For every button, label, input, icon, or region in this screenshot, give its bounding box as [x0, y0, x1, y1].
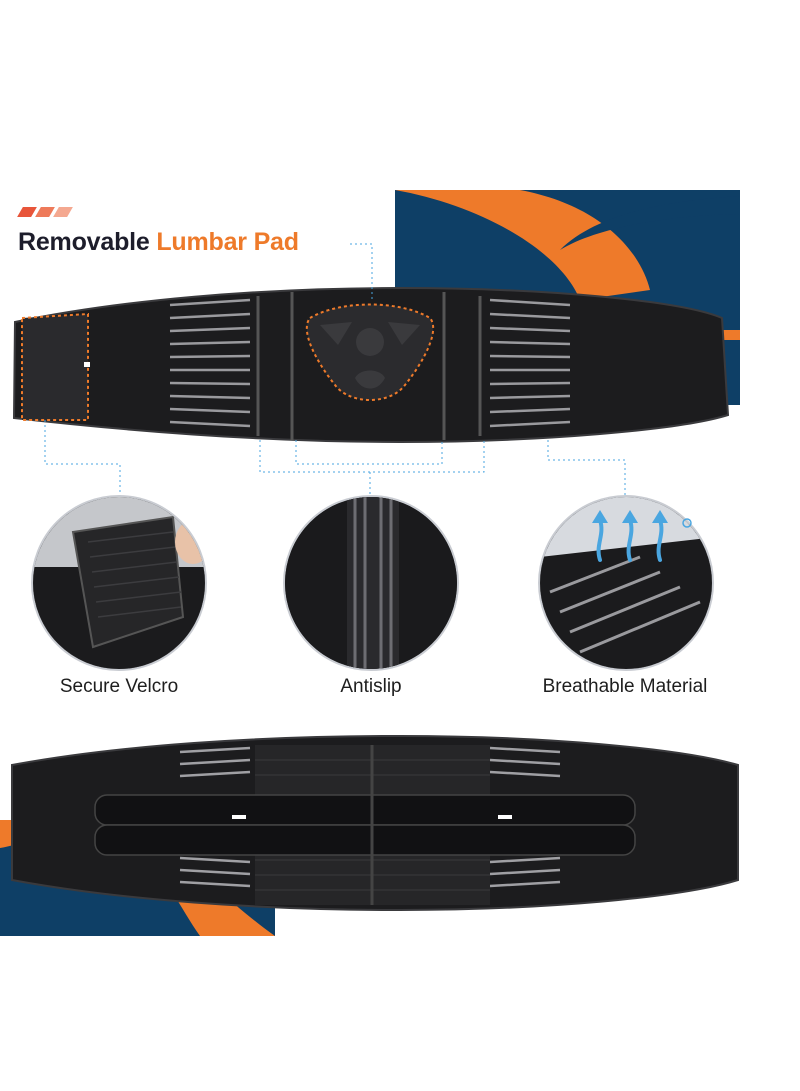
upper-strap: [94, 794, 636, 826]
feature-label-antislip: Antislip: [340, 676, 402, 697]
breathable-detail-image: [538, 495, 714, 671]
title-prefix: Removable: [18, 228, 150, 256]
antislip-detail-image: [283, 495, 459, 671]
top-orange-swoosh: [395, 190, 650, 300]
feature-label-velcro: Secure Velcro: [59, 676, 179, 697]
velcro-tab: [21, 312, 89, 421]
feature-label-breathable: Breathable Material: [542, 676, 708, 697]
title-highlight: Lumbar Pad: [156, 228, 299, 256]
page-title: Removable Lumbar Pad: [18, 228, 299, 257]
lower-strap: [94, 824, 636, 856]
airflow-arrows-icon: [592, 510, 692, 562]
top-white-curve: [520, 190, 740, 250]
